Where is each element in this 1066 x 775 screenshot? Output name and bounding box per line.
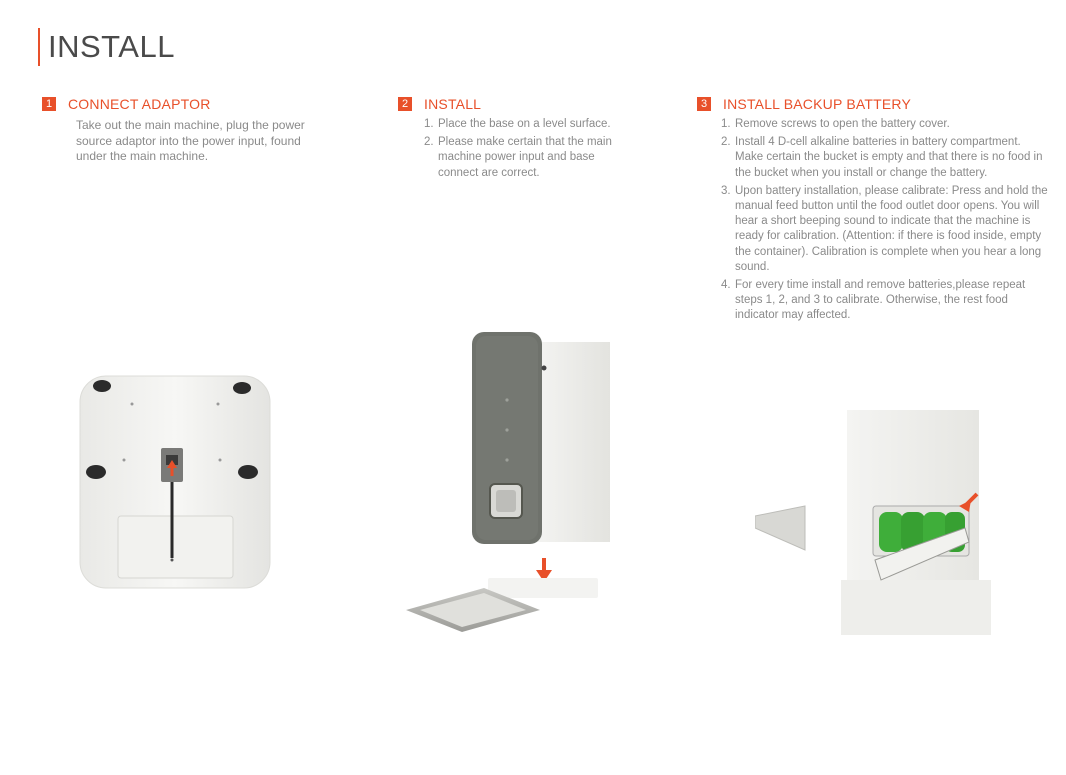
step-number-badge: 2 bbox=[398, 97, 412, 111]
section-title: CONNECT ADAPTOR bbox=[68, 96, 211, 112]
section-1-text: Take out the main machine, plug the powe… bbox=[76, 118, 305, 163]
section-1-header: 1 CONNECT ADAPTOR bbox=[42, 96, 211, 112]
page-title: INSTALL bbox=[38, 28, 175, 66]
list-item: 4.For every time install and remove batt… bbox=[721, 279, 1026, 322]
step-number-badge: 1 bbox=[42, 97, 56, 111]
list-item: 3.Upon battery installation, please cali… bbox=[721, 184, 1048, 273]
section-title: INSTALL BACKUP BATTERY bbox=[723, 96, 912, 112]
section-title: INSTALL bbox=[424, 96, 482, 112]
list-item: 1.Remove screws to open the battery cove… bbox=[721, 118, 950, 130]
battery-compartment-illustration bbox=[755, 410, 991, 635]
step-number-badge: 3 bbox=[697, 97, 711, 111]
section-2-header: 2 INSTALL bbox=[398, 96, 481, 112]
feeder-base-illustration bbox=[406, 332, 610, 632]
section-2-steps: 1.Place the base on a level surface. 2.P… bbox=[424, 117, 634, 184]
section-3-steps: 1.Remove screws to open the battery cove… bbox=[721, 117, 1051, 327]
feeder-underside-illustration bbox=[79, 375, 271, 589]
list-item: 2.Install 4 D-cell alkaline batteries in… bbox=[721, 136, 1043, 179]
list-item: 1.Place the base on a level surface. bbox=[424, 118, 611, 130]
section-3-header: 3 INSTALL BACKUP BATTERY bbox=[697, 96, 911, 112]
list-item: 2.Please make certain that the main mach… bbox=[424, 136, 612, 179]
